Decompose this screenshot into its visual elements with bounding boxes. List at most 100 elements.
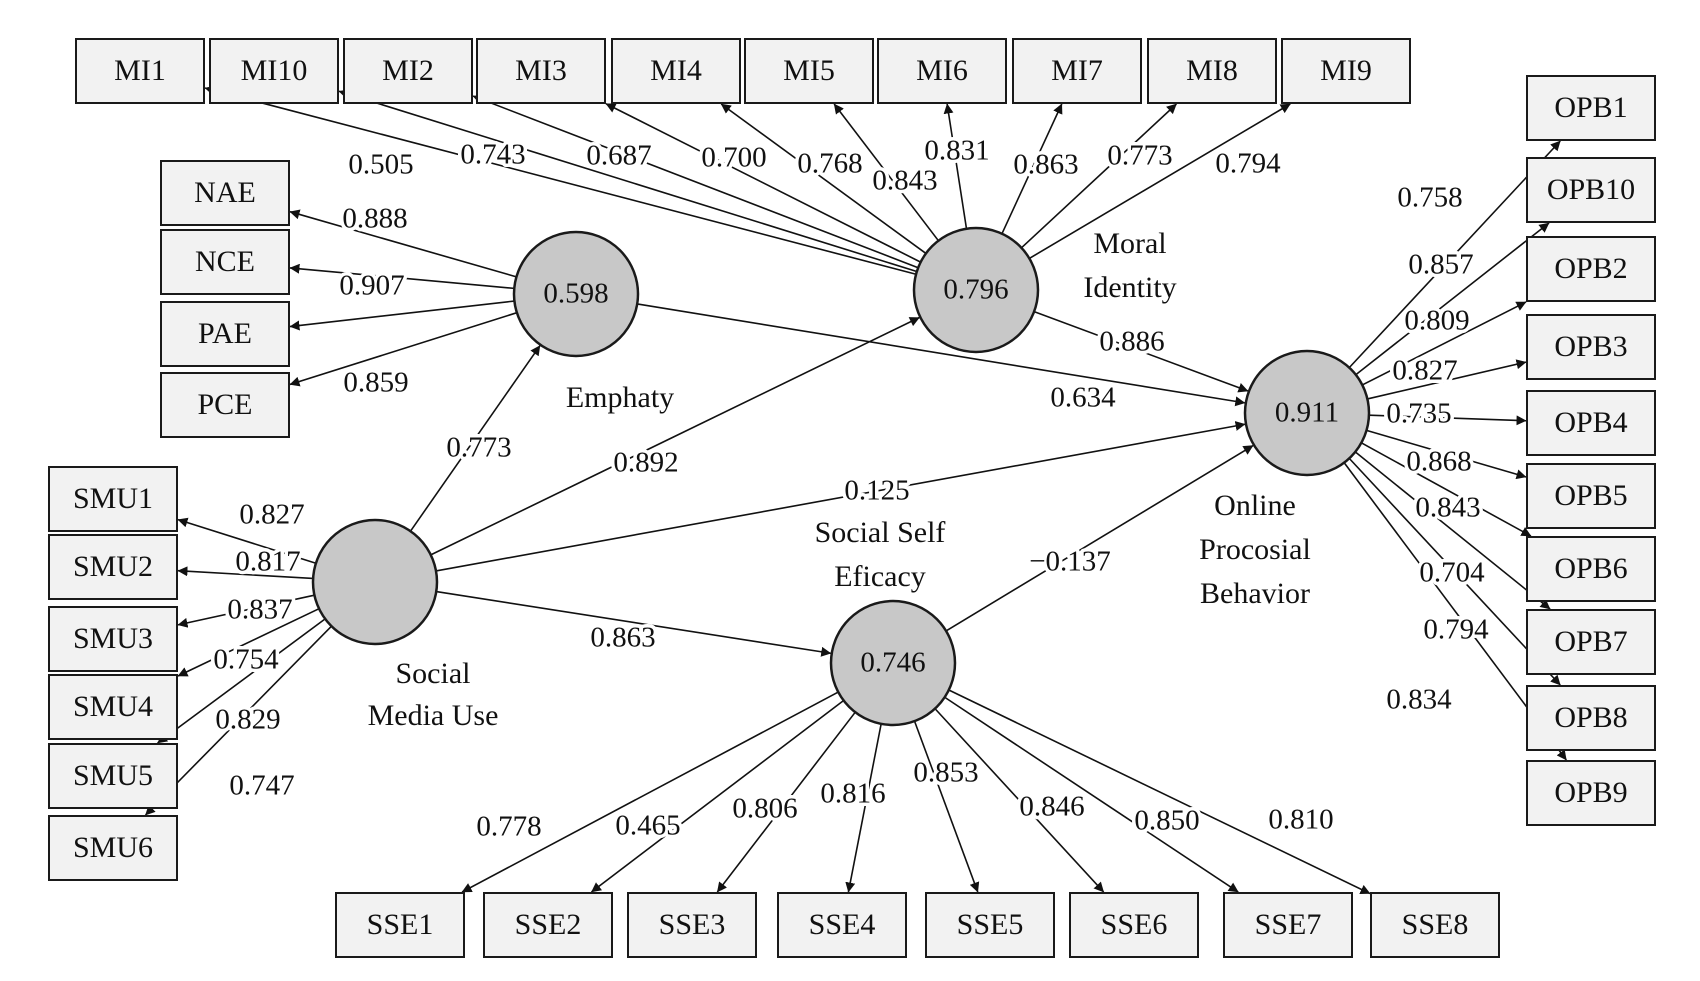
r-squared-value: 0.796 — [943, 274, 1008, 306]
loading-arrow-nae — [289, 209, 517, 278]
indicator-box — [48, 674, 178, 740]
indicator-label: MI8 — [1186, 54, 1238, 87]
loading-value-sse3: 0.806 — [732, 793, 797, 825]
latent-node-opb: 0.911 — [1243, 349, 1371, 477]
indicator-label: SSE6 — [1101, 908, 1168, 941]
indicator-label: SMU4 — [73, 690, 153, 723]
latent-name-sse-line2: Eficacy — [834, 560, 926, 593]
loading-arrow-mi8 — [1020, 103, 1177, 249]
indicator-label: NAE — [194, 176, 256, 209]
loading-value-nce: 0.907 — [339, 270, 404, 302]
indicator-label: OPB7 — [1554, 625, 1627, 658]
loading-value-sse1: 0.778 — [476, 811, 541, 843]
loading-value-mi10: 0.743 — [460, 139, 525, 171]
indicator-label: SMU6 — [73, 831, 153, 864]
indicator-mi7: MI7 — [1012, 38, 1142, 104]
loading-value-smu4: 0.754 — [213, 644, 279, 676]
r-squared-value: 0.911 — [1275, 397, 1339, 429]
indicator-box — [209, 38, 339, 104]
indicator-label: MI7 — [1051, 54, 1103, 87]
loading-arrow-opb6 — [1360, 442, 1532, 537]
loading-value-sse7: 0.850 — [1134, 805, 1199, 837]
loading-arrow-mi1 — [204, 85, 917, 276]
loading-value-mi8: 0.773 — [1107, 140, 1172, 172]
indicator-label: OPB9 — [1554, 776, 1627, 809]
indicator-box — [48, 743, 178, 809]
latent-name-emp-line1: Emphaty — [566, 381, 674, 414]
indicator-box — [160, 301, 290, 367]
loading-value-smu2: 0.817 — [235, 546, 300, 578]
indicator-label: SSE3 — [659, 908, 726, 941]
indicator-opb3: OPB3 — [1526, 314, 1656, 380]
indicator-sse2: SSE2 — [483, 892, 613, 958]
indicator-sse3: SSE3 — [627, 892, 757, 958]
indicator-mi2: MI2 — [343, 38, 473, 104]
indicator-box — [1526, 536, 1656, 602]
indicator-box — [1526, 75, 1656, 141]
r-squared-value: 0.598 — [543, 278, 608, 310]
loading-value-pce: 0.859 — [343, 367, 408, 399]
indicator-box — [1526, 314, 1656, 380]
loading-arrow-pae — [289, 300, 515, 331]
indicator-label: OPB6 — [1554, 552, 1627, 585]
loading-arrow-opb1 — [1348, 140, 1561, 369]
indicator-label: SMU1 — [73, 482, 153, 515]
indicator-mi8: MI8 — [1147, 38, 1277, 104]
indicator-box — [1526, 463, 1656, 529]
loading-arrow-sse1 — [461, 691, 839, 893]
loading-arrow-opb2 — [1361, 301, 1527, 386]
indicator-box — [48, 815, 178, 881]
path-arrow-mi-opb — [1033, 310, 1249, 393]
indicator-box — [75, 38, 205, 104]
indicator-box — [160, 372, 290, 438]
indicator-label: MI9 — [1320, 54, 1372, 87]
indicator-opb8: OPB8 — [1526, 685, 1656, 751]
loading-arrow-smu4 — [177, 607, 320, 677]
latent-node-emp: 0.598 — [512, 230, 640, 358]
indicator-label: SMU2 — [73, 550, 153, 583]
indicator-box — [48, 466, 178, 532]
loading-arrow-opb3 — [1367, 359, 1527, 400]
indicator-label: SMU5 — [73, 759, 153, 792]
loading-arrow-mi3 — [605, 103, 921, 263]
indicator-box — [160, 160, 290, 226]
indicator-box — [744, 38, 874, 104]
loading-arrow-mi5 — [833, 103, 940, 242]
indicator-label: MI1 — [114, 54, 166, 87]
loading-value-mi4: 0.768 — [797, 148, 862, 180]
loading-arrow-sse6 — [934, 708, 1105, 893]
indicator-pce: PCE — [160, 372, 290, 438]
loading-arrow-sse4 — [845, 723, 882, 893]
loading-value-mi7: 0.863 — [1013, 149, 1078, 181]
loading-arrow-mi4 — [720, 103, 927, 255]
indicator-sse5: SSE5 — [925, 892, 1055, 958]
loading-arrow-mi2 — [472, 94, 919, 269]
latent-name-opb-line3: Behavior — [1200, 577, 1310, 610]
loading-value-mi9: 0.794 — [1215, 148, 1281, 180]
indicator-label: SMU3 — [73, 622, 153, 655]
loading-value-mi6: 0.831 — [924, 135, 989, 167]
indicator-label: SSE2 — [515, 908, 582, 941]
indicator-label: MI2 — [382, 54, 434, 87]
loading-value-opb6: 0.843 — [1415, 492, 1480, 524]
indicator-label: SSE1 — [367, 908, 434, 941]
indicator-opb1: OPB1 — [1526, 75, 1656, 141]
loading-value-smu1: 0.827 — [239, 499, 304, 531]
indicator-mi1: MI1 — [75, 38, 205, 104]
indicator-label: SSE7 — [1255, 908, 1322, 941]
indicator-label: SSE5 — [957, 908, 1024, 941]
loading-value-opb7: 0.704 — [1419, 557, 1485, 589]
indicator-sse4: SSE4 — [777, 892, 907, 958]
indicator-label: MI6 — [916, 54, 968, 87]
latent-circle — [311, 518, 439, 646]
loading-value-opb8: 0.794 — [1423, 614, 1489, 646]
indicator-box — [1281, 38, 1411, 104]
indicator-opb2: OPB2 — [1526, 236, 1656, 302]
loading-value-mi1: 0.505 — [348, 149, 413, 181]
indicator-label: OPB4 — [1554, 406, 1627, 439]
loading-arrow-sse3 — [716, 711, 856, 893]
loading-value-opb3: 0.827 — [1392, 355, 1457, 387]
indicator-box — [160, 229, 290, 295]
